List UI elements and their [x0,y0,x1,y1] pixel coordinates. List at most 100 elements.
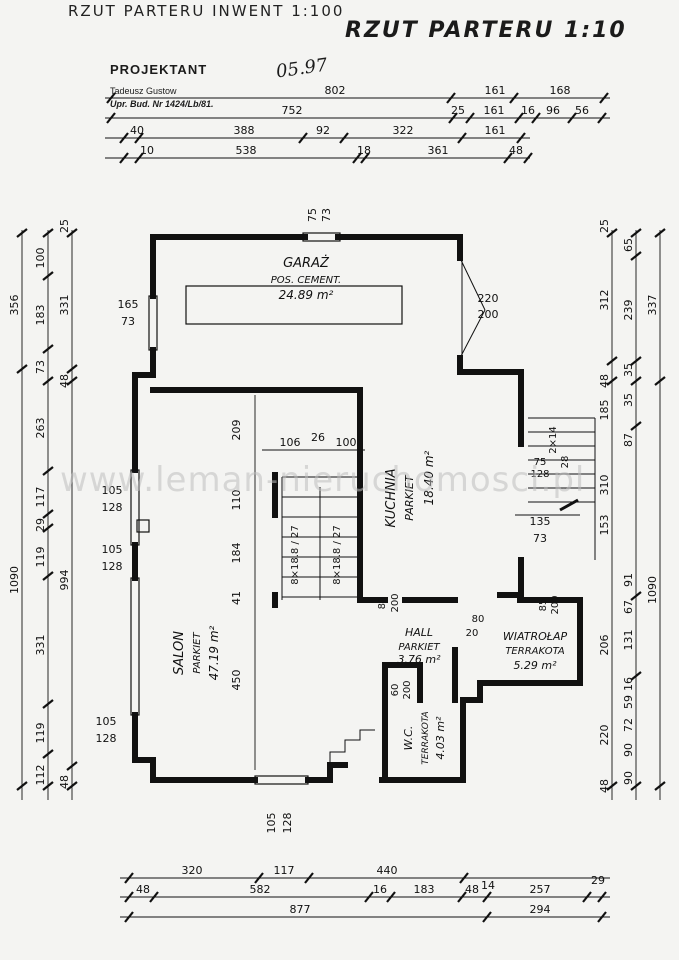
dim-right-inner-11: 48 [598,779,611,793]
wc-floor: TERRAKOTA [421,711,431,764]
dim-hall-3: 20 [466,628,479,639]
stair-well [281,417,596,765]
entrance-steps [329,729,375,765]
dim-right-inner-8: 59 [622,695,635,709]
dim-top-r4-0: 10 [140,144,154,157]
dim-salon-w3-1: 128 [96,732,117,745]
dim-right-outer-0: 312 [598,290,611,311]
dim-left-mid-8: 119 [34,723,47,744]
handwritten-title: RZUT PARTERU INWENT 1:100 [68,2,345,20]
dim-salon-w2-0: 105 [102,543,123,556]
dim-right-mid-6: 206 [598,635,611,656]
dim-top-r3-2: 92 [316,124,330,137]
door-leaf-1 [459,257,486,311]
dim-garage-top-0: 75 [306,208,319,222]
dim-salon-h-2: 184 [230,543,243,564]
garage-wall-right [457,355,524,447]
dim-garage-door-0: 220 [478,292,499,305]
dim-salon-w3-0: 105 [96,715,117,728]
dim-bottom-r2-4: 48 [465,883,479,896]
wall-kitchen-left [357,387,388,603]
dim-right-inner-4: 91 [622,573,635,587]
dim-right-mid-8: 90 [622,771,635,785]
garage-door [459,257,486,359]
wall-bottom-wc [379,697,466,783]
dim-bottom-r2-6: 257 [530,883,551,896]
garage-pit [185,285,403,325]
dim-bottom-r2-1: 582 [250,883,271,896]
dim-top-r2-1: 25 [451,104,465,117]
dim-right-inner-9: 72 [622,718,635,732]
dim-salon-h-4: 450 [230,670,243,691]
dim-top-r1-2: 168 [550,84,571,97]
dim-top-r2-3: 16 [521,104,535,117]
dim-bottom-r3-1: 294 [530,903,551,916]
dim-bottom-r2-3: 183 [414,883,435,896]
dim-left-inner-3: 994 [58,570,71,591]
dim-right-inner-1: 48 [598,374,611,388]
dim-stairs-r: 8×18.8 / 27 [332,525,343,584]
wiatrolap-area: 5.29 m² [513,659,557,672]
wall-vestibule [460,597,583,703]
dim-right-inner-0: 65 [622,238,635,252]
dim-right-inner-10: 90 [622,743,635,757]
ext-stair-arrow [559,498,579,512]
dim-garage-window-0: 165 [118,298,139,311]
dim-kitchen-stairs-1: 128 [530,469,549,480]
dim-hall-4: 85 [538,599,549,612]
kuchnia-floor: PARKIET [403,474,416,521]
dim-left-mid-6: 119 [34,547,47,568]
garaz-name: GARAŻ [283,255,330,271]
wc-area: 4.03 m² [434,716,447,760]
dim-wc-0: 60 [390,684,401,697]
dim-garage-door-1: 200 [478,308,499,321]
walls [132,234,583,783]
dim-entrance-0: 105 [265,813,278,834]
hall-name: HALL [405,626,433,639]
dim-salon-w1-1: 128 [102,501,123,514]
dim-bottom-r1-1: 117 [274,864,295,877]
license-number: Upr. Bud. Nr 1424/Lb/81. [110,99,214,109]
windows [130,232,403,785]
dim-left-outer-0: 356 [8,295,21,316]
dim-right-inner-2: 35 [622,393,635,407]
dim-left-inner-0: 25 [58,219,71,233]
dim-right-outer-1: 337 [646,295,659,316]
salon-window-1 [130,469,140,546]
author-name: Tadeusz Gustow [110,86,177,96]
dim-stairs-l: 8×18.8 / 27 [290,525,301,584]
salon-pillar [136,519,150,533]
hall-area: 3.76 m² [397,653,441,666]
dim-right-mid-7: 220 [598,725,611,746]
dim-top-r2-5: 56 [575,104,589,117]
dim-left-mid-5: 29 [34,518,47,532]
wall-wc-top [382,662,423,703]
dim-left-mid-7: 331 [34,635,47,656]
dim-stairs-top-0: 106 [280,436,301,449]
dim-kitchen-window-1: 73 [533,532,547,545]
dim-top-r2-4: 96 [546,104,560,117]
dim-bottom-r2-7: 29 [591,874,605,887]
kuchnia-name: KUCHNIA [384,468,399,527]
dim-entrance-1: 128 [281,813,294,834]
dim-right-mid-2: 35 [622,363,635,377]
dim-right-inner-6: 131 [622,630,635,651]
watermark: www.leman-nieruchomosci.pl [60,460,586,500]
dim-right-mid-5: 153 [598,515,611,536]
garage-wall-left [132,347,156,393]
wall-bottom-left [132,757,258,783]
dim-top-r4-4: 48 [509,144,523,157]
dim-right-mid-0: 25 [598,219,611,233]
dim-left-inner-4: 48 [58,775,71,789]
dim-right-mid-4: 310 [598,475,611,496]
door-leaf-2 [459,309,486,359]
dim-salon-h-1: 110 [230,490,243,511]
room-labels: GARAŻ POS. CEMENT. 24.89 m² KUCHNIA PARK… [172,255,567,765]
dim-kitchen-stairs-2: 2×14 [548,426,559,453]
dim-salon-w2-1: 128 [102,560,123,573]
dim-top-r3-4: 161 [485,124,506,137]
dim-left-inner-2: 48 [58,374,71,388]
wall-kitchen-right [497,557,524,598]
dim-left-mid-4: 117 [34,487,47,508]
